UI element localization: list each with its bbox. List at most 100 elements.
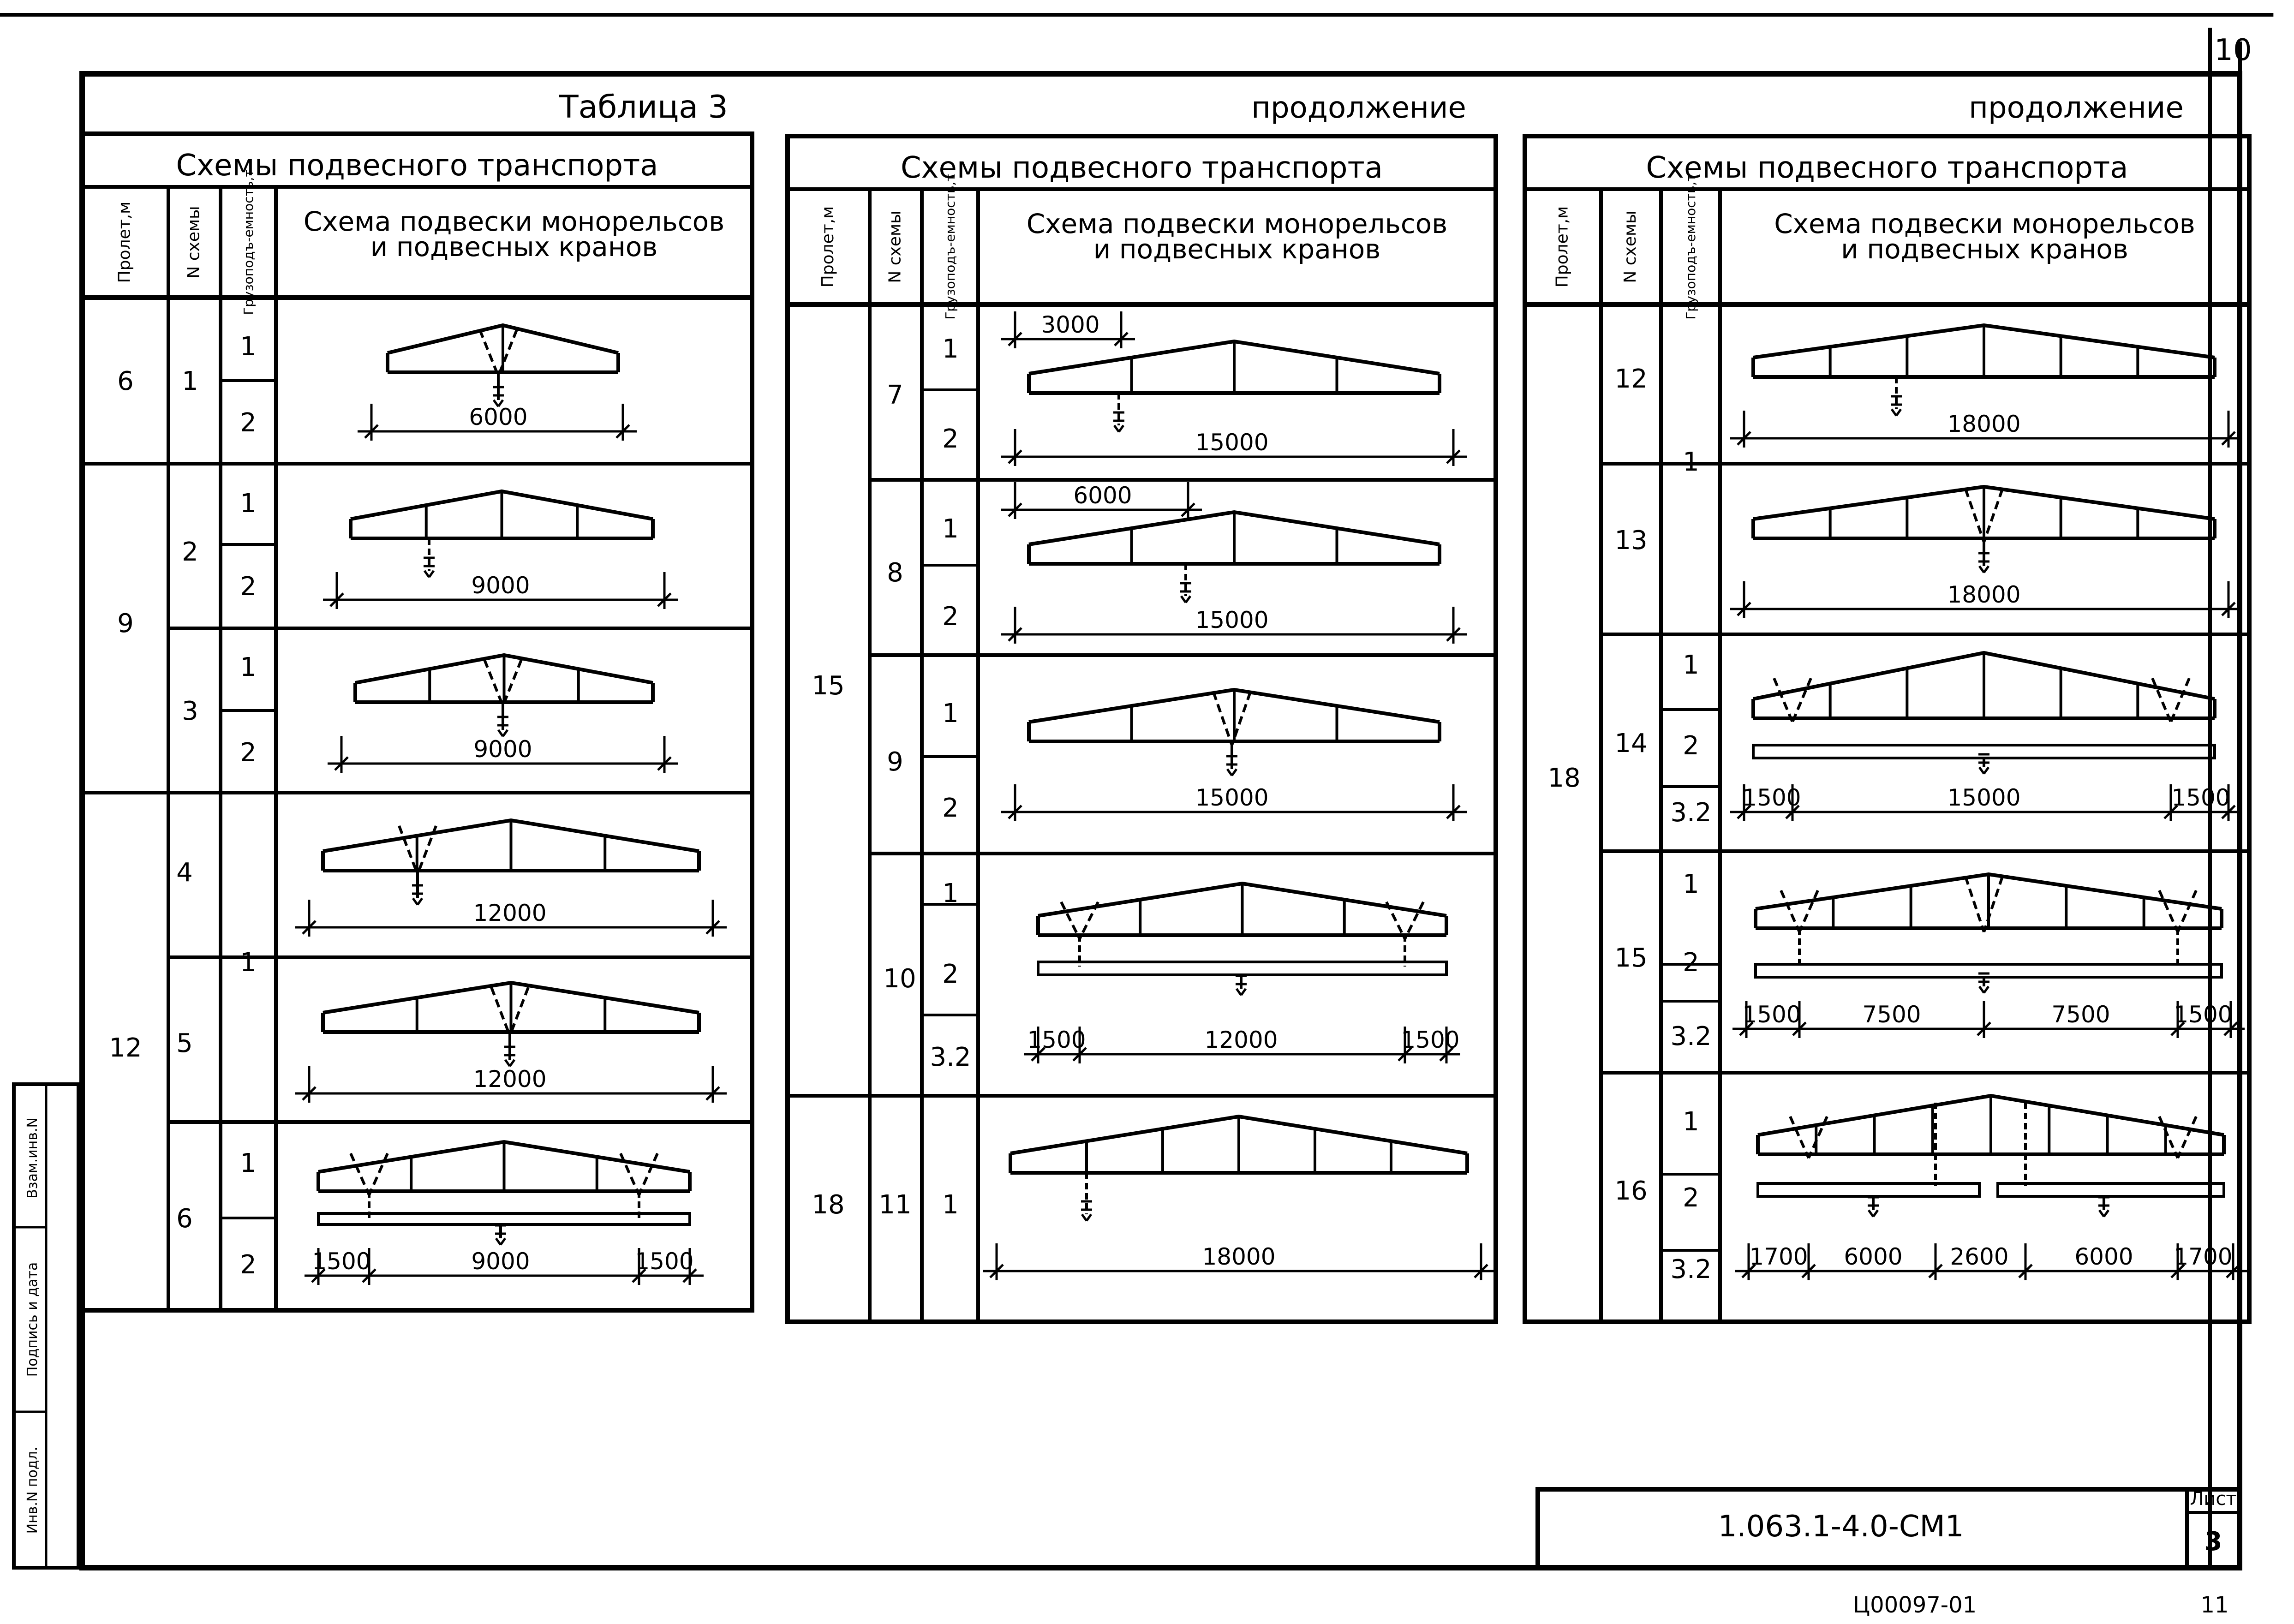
capacity-value: 2 bbox=[240, 572, 257, 602]
capacity-value: 2 bbox=[1683, 948, 1699, 978]
header-scheme-line2: и подвесных кранов bbox=[370, 231, 658, 263]
hanger-arrow bbox=[1890, 408, 1898, 417]
hanger-arrow bbox=[1978, 985, 1985, 994]
header-capacity: Грузоподъ-емность,т bbox=[943, 174, 958, 319]
dimension-tick bbox=[1785, 805, 1800, 819]
dimension-label: 15000 bbox=[1195, 607, 1268, 633]
v-hanger bbox=[490, 986, 511, 1037]
scheme-number: 15 bbox=[1614, 943, 1647, 973]
capacity-value: 1 bbox=[240, 948, 257, 978]
dimension-label: 1700 bbox=[2174, 1243, 2232, 1270]
scheme-number: 10 bbox=[883, 964, 916, 994]
hanger-arrow bbox=[1983, 565, 1990, 573]
document-code: 1.063.1-4.0-CM1 bbox=[1718, 1510, 1964, 1544]
dimension-tick bbox=[1114, 332, 1129, 346]
v-hanger bbox=[1404, 901, 1425, 940]
capacity-value: 1 bbox=[942, 514, 959, 544]
dimension-tick bbox=[1741, 1264, 1756, 1278]
dimension-tick bbox=[705, 1086, 720, 1101]
hanger-arrow bbox=[1184, 595, 1192, 603]
header-scheme-line1: Схема подвески монорельсов bbox=[1027, 208, 1448, 239]
v-hanger bbox=[1798, 890, 1819, 933]
hanger-arrow bbox=[497, 729, 504, 737]
v-hanger bbox=[1983, 876, 2004, 932]
dimension-tick bbox=[311, 1268, 326, 1283]
v-hanger bbox=[368, 1152, 389, 1196]
span-value: 18 bbox=[1547, 763, 1580, 793]
hanger-arrow bbox=[2103, 1209, 2110, 1218]
dimension-label: 1700 bbox=[1749, 1243, 1808, 1270]
dimension-tick bbox=[2221, 431, 2236, 446]
dimension-tick bbox=[1008, 449, 1022, 464]
page-number: 10 bbox=[2214, 33, 2252, 67]
dimension-label: 6000 bbox=[1073, 482, 1132, 509]
dimension-tick bbox=[1737, 602, 1751, 616]
capacity-value: 1 bbox=[240, 332, 257, 362]
dimension-tick bbox=[1031, 1047, 1045, 1062]
scheme-number: 3 bbox=[182, 696, 198, 726]
dimension-tick bbox=[615, 424, 630, 439]
scheme-number: 5 bbox=[176, 1028, 193, 1058]
dimension-tick bbox=[2223, 1021, 2238, 1036]
dimension-label: 6000 bbox=[2074, 1243, 2133, 1270]
dimension-label: 15000 bbox=[1195, 784, 1268, 811]
inventory-original-label: Инв.N подл. bbox=[24, 1447, 41, 1534]
dimension-label: 18000 bbox=[1947, 411, 2020, 437]
v-hanger bbox=[398, 825, 419, 875]
span-value: 9 bbox=[117, 609, 134, 639]
dimension-tick bbox=[1439, 1047, 1454, 1062]
span-value: 18 bbox=[812, 1190, 844, 1220]
v-hanger bbox=[1789, 1116, 1810, 1159]
dimension-tick bbox=[2221, 602, 2236, 616]
dimension-tick bbox=[329, 592, 344, 607]
v-hanger bbox=[349, 1152, 370, 1196]
v-hanger bbox=[508, 986, 530, 1037]
v-hanger bbox=[478, 329, 500, 377]
capacity-value: 1 bbox=[1683, 869, 1699, 899]
capacity-value: 2 bbox=[942, 959, 959, 989]
table-title-text: Схемы подвесного транспорта bbox=[901, 151, 1383, 185]
dimension-tick bbox=[1008, 805, 1022, 819]
dimension-label: 9000 bbox=[471, 572, 530, 599]
capacity-value: 1 bbox=[942, 334, 959, 364]
crane-beam bbox=[1752, 744, 2216, 759]
dimension-label: 18000 bbox=[1202, 1243, 1275, 1270]
hanger-arrow bbox=[499, 1237, 507, 1246]
header-scheme-no: N схемы bbox=[886, 210, 905, 283]
dimension-label: 12000 bbox=[473, 900, 546, 926]
v-hanger bbox=[1060, 901, 1081, 940]
header-span: Пролет,м bbox=[115, 202, 134, 283]
dimension-tick bbox=[1181, 502, 1195, 517]
scheme-number: 16 bbox=[1614, 1176, 1647, 1206]
v-hanger bbox=[2176, 890, 2198, 933]
dimension-label: 18000 bbox=[1947, 581, 2020, 608]
v-hanger bbox=[1983, 489, 2004, 543]
dimension-label: 1500 bbox=[2171, 784, 2230, 811]
header-span: Пролет,м bbox=[818, 206, 837, 288]
hanger-arrow bbox=[1231, 768, 1238, 776]
hanger-arrow bbox=[1978, 766, 1985, 775]
header-capacity: Грузоподъ-емность,т bbox=[241, 169, 256, 315]
v-hanger bbox=[2151, 677, 2172, 723]
dimension-label: 3000 bbox=[1041, 311, 1099, 338]
scheme-number: 11 bbox=[878, 1190, 911, 1220]
dimension-label: 15000 bbox=[1947, 784, 2020, 811]
dimension-tick bbox=[1398, 1047, 1412, 1062]
hanger-arrow bbox=[497, 399, 504, 407]
dimension-tick bbox=[302, 920, 317, 935]
capacity-value: 1 bbox=[240, 652, 257, 682]
header-scheme-line2: и подвесных кранов bbox=[1093, 233, 1381, 265]
dimension-tick bbox=[1008, 627, 1022, 642]
v-hanger bbox=[619, 1152, 640, 1196]
table-border bbox=[1523, 134, 2252, 1324]
hanger-arrow bbox=[1983, 766, 1990, 775]
hanger-arrow bbox=[1235, 988, 1243, 996]
dimension-tick bbox=[1739, 1021, 1754, 1036]
table-border bbox=[785, 134, 1498, 1324]
hanger-arrow bbox=[1180, 595, 1187, 603]
capacity-value: 2 bbox=[240, 1250, 257, 1280]
v-hanger bbox=[1807, 1116, 1828, 1159]
